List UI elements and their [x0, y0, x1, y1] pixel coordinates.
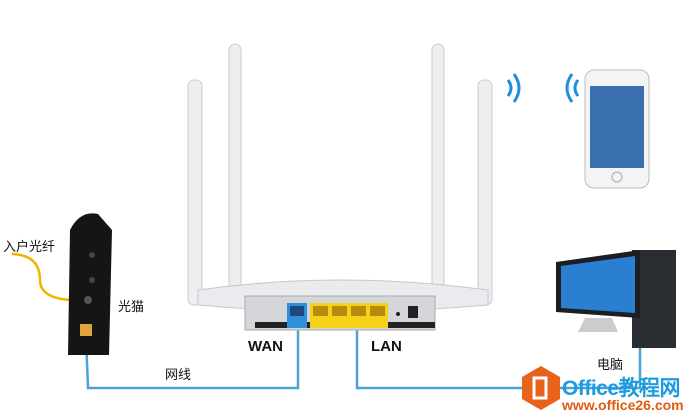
wifi-signal-icon [506, 73, 580, 103]
modem-lan-port [80, 324, 92, 336]
router [197, 279, 489, 331]
computer-label: 电脑 [597, 358, 624, 373]
fiber-cable [11, 252, 86, 302]
optical-modem [68, 213, 112, 355]
desktop-computer [556, 250, 676, 348]
watermark-url: www.office26.com [562, 397, 684, 413]
smartphone [584, 69, 650, 189]
modem-label: 光猫 [118, 300, 145, 315]
watermark-brand: Office教程网 [562, 377, 681, 400]
office-logo-icon [522, 366, 560, 410]
fiber-label: 入户光纤 [3, 240, 56, 255]
cable-label: 网线 [165, 368, 192, 383]
wan-cable [84, 322, 300, 390]
wan-label: WAN [248, 338, 283, 355]
router-antennas [187, 43, 493, 306]
lan-label: LAN [371, 338, 402, 355]
lan-cable [355, 322, 642, 390]
